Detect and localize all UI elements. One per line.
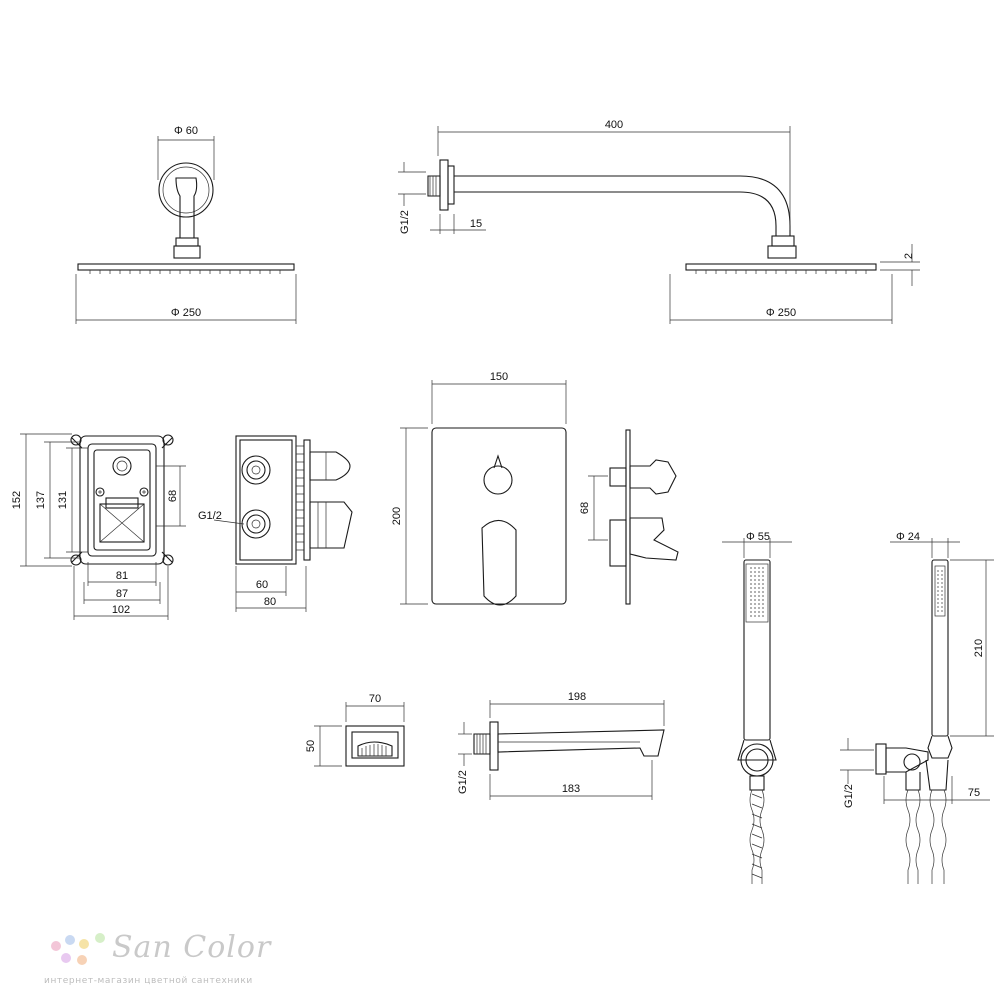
- mixer-box-side-view: G1/2 60 80: [198, 435, 353, 612]
- rain-shower-front-view: Φ 60 Φ 250: [75, 125, 297, 324]
- dim-holder-dia: Φ 24: [896, 531, 920, 543]
- bath-spout-view: 198 G1/2 183: [457, 691, 665, 800]
- rain-shower-side-view: 400 G1/2 15 2 Φ 250: [398, 119, 920, 324]
- dim-arm-length: 400: [605, 119, 623, 131]
- cover-plate-side-view: 68: [579, 429, 679, 605]
- dim-spout-length: 198: [568, 691, 586, 703]
- shower-holder-view: Φ 24 210 G1/2 75: [840, 531, 994, 884]
- dim-box-width-inner: 81: [116, 570, 128, 582]
- dim-box-side-thread: G1/2: [198, 510, 222, 522]
- cover-plate-front-view: 150 200: [391, 371, 567, 606]
- dim-elbow-projection: 75: [968, 787, 980, 799]
- logo-dot: [61, 953, 71, 963]
- dim-outlet-width: 70: [369, 693, 381, 705]
- dim-box-port-spacing: 68: [167, 490, 179, 502]
- dim-box-width-mid: 87: [116, 588, 128, 600]
- brand-tagline: интернет-магазин цветной сантехники: [44, 976, 253, 986]
- dim-elbow-thread: G1/2: [843, 784, 855, 808]
- dim-spout-thread: G1/2: [457, 770, 469, 794]
- dim-head-side-dia: Φ 250: [766, 307, 796, 319]
- dim-spout-reach: 183: [562, 783, 580, 795]
- logo-dot: [51, 941, 61, 951]
- dim-box-height-outer: 152: [11, 491, 23, 509]
- logo-dot: [79, 939, 89, 949]
- dim-arm-thread: G1/2: [399, 210, 411, 234]
- hand-shower-view: Φ 55: [722, 531, 792, 884]
- wall-outlet-view: 70 50: [305, 693, 405, 767]
- dim-head-front-dia: Φ 250: [171, 307, 201, 319]
- dim-box-side-depth-outer: 80: [264, 596, 276, 608]
- dim-plate-height: 200: [391, 507, 403, 525]
- dim-holder-length: 210: [973, 639, 985, 657]
- dim-box-height-mid: 137: [35, 491, 47, 509]
- dim-hand-shower-dia: Φ 55: [746, 531, 770, 543]
- dim-box-height-inner: 131: [57, 491, 69, 509]
- sancolor-logo-dots: [51, 933, 105, 965]
- mixer-box-front-view: 152 137 131 68 81 87 102: [11, 433, 186, 620]
- dim-plate-width: 150: [490, 371, 508, 383]
- dim-box-width-outer: 102: [112, 604, 130, 616]
- brand-logo-text: San Color: [112, 930, 272, 965]
- dim-flange-depth: 15: [470, 218, 482, 230]
- dim-box-side-depth-inner: 60: [256, 579, 268, 591]
- logo-dot: [77, 955, 87, 965]
- logo-dot: [65, 935, 75, 945]
- dim-head-thickness: 2: [903, 253, 915, 259]
- dim-plate-side-spacing: 68: [579, 502, 591, 514]
- dim-outlet-height: 50: [305, 740, 317, 752]
- logo-dot: [95, 933, 105, 943]
- dim-flange-dia: Φ 60: [174, 125, 198, 137]
